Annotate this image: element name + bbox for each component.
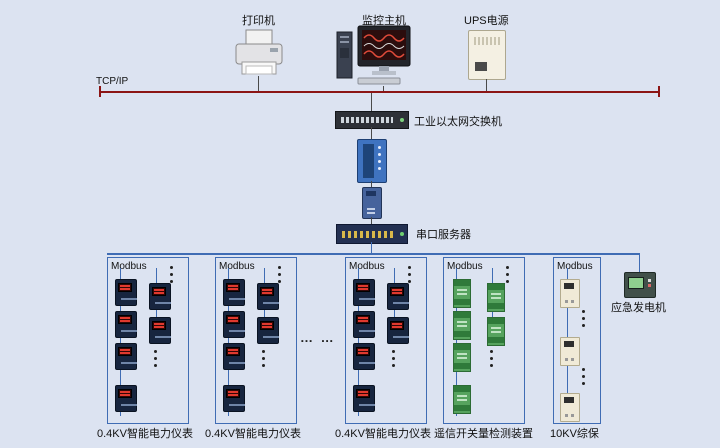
tcpip-bus-end-left — [99, 86, 101, 97]
tcpip-label: TCP/IP — [96, 76, 129, 87]
protection-relay — [560, 279, 580, 308]
power-meter — [387, 283, 409, 310]
io-module — [487, 283, 505, 312]
power-meter — [149, 317, 171, 344]
module-to-serial-line — [371, 217, 372, 224]
modbus-bus-label: Modbus — [557, 261, 593, 272]
ellipsis-vertical — [278, 266, 281, 287]
comm-module-icon — [362, 187, 382, 219]
modbus-bus-label: Modbus — [219, 261, 255, 272]
power-meter — [223, 385, 245, 412]
ellipsis-horizontal: … … — [300, 330, 336, 345]
generator-controller-icon — [624, 272, 656, 298]
serial-server-label: 串口服务器 — [416, 229, 471, 241]
power-meter — [223, 279, 245, 306]
io-module — [453, 343, 471, 372]
ups-icon — [468, 30, 506, 80]
group-caption-2: 0.4KV智能电力仪表 — [205, 428, 301, 440]
modbus-group-4: Modbus — [443, 257, 525, 424]
modbus-bus-label: Modbus — [111, 261, 147, 272]
protection-relay — [560, 393, 580, 422]
ellipsis-vertical — [154, 350, 157, 371]
io-module — [487, 317, 505, 346]
group-left-line — [228, 268, 229, 416]
group-left-line — [358, 268, 359, 416]
modbus-bus-label: Modbus — [349, 261, 385, 272]
bus-to-switch-line — [371, 93, 372, 111]
host-drop-line — [383, 86, 384, 92]
protection-relay — [560, 337, 580, 366]
modbus-group-5: Modbus — [553, 257, 601, 424]
group-caption-1: 0.4KV智能电力仪表 — [97, 428, 193, 440]
generator-label: 应急发电机 — [611, 302, 666, 314]
power-meter — [387, 317, 409, 344]
ellipsis-vertical — [582, 310, 585, 331]
power-meter — [353, 343, 375, 370]
printer-icon — [230, 28, 288, 83]
ellipsis-vertical — [262, 350, 265, 371]
power-meter — [149, 283, 171, 310]
power-meter — [223, 311, 245, 338]
modbus-group-2: Modbus — [215, 257, 297, 424]
ellipsis-vertical — [392, 350, 395, 371]
monitoring-host-label: 监控主机 — [362, 15, 406, 27]
serial-server-icon — [336, 224, 408, 244]
group-caption-5: 10KV综保 — [550, 428, 599, 440]
ethernet-switch-icon — [335, 111, 409, 129]
group-caption-4: 遥信开关量检测装置 — [434, 428, 533, 440]
ellipsis-vertical — [170, 266, 173, 287]
io-module — [453, 385, 471, 414]
power-meter — [115, 343, 137, 370]
power-meter — [353, 279, 375, 306]
modbus-bus-line — [107, 253, 640, 255]
ups-drop-line — [486, 79, 487, 92]
printer-label: 打印机 — [242, 15, 275, 27]
group-caption-3: 0.4KV智能电力仪表 — [335, 428, 431, 440]
printer-drop-line — [258, 76, 259, 92]
monitoring-host-icon — [334, 24, 414, 91]
modbus-bus-label: Modbus — [447, 261, 483, 272]
power-meter — [115, 385, 137, 412]
ellipsis-vertical — [506, 266, 509, 287]
power-meter — [353, 311, 375, 338]
generator-drop-line — [639, 255, 640, 272]
converter-to-module-line — [371, 181, 372, 187]
power-meter — [257, 283, 279, 310]
power-meter — [257, 317, 279, 344]
serial-to-modbus-line — [371, 242, 372, 254]
io-module — [453, 279, 471, 308]
power-meter — [115, 311, 137, 338]
switch-to-converter-line — [371, 127, 372, 139]
media-converter-icon — [357, 139, 387, 183]
io-module — [453, 311, 471, 340]
group-left-line — [120, 268, 121, 416]
modbus-group-3: Modbus — [345, 257, 427, 424]
group-left-line — [456, 268, 457, 416]
power-meter — [115, 279, 137, 306]
ellipsis-vertical — [408, 266, 411, 287]
ellipsis-vertical — [582, 368, 585, 389]
tcpip-bus-end-right — [658, 86, 660, 97]
ups-label: UPS电源 — [464, 15, 509, 27]
power-meter — [223, 343, 245, 370]
tcpip-bus-line — [100, 91, 660, 93]
ellipsis-vertical — [490, 350, 493, 371]
modbus-group-1: Modbus — [107, 257, 189, 424]
ethernet-switch-label: 工业以太网交换机 — [414, 116, 502, 128]
power-meter — [353, 385, 375, 412]
